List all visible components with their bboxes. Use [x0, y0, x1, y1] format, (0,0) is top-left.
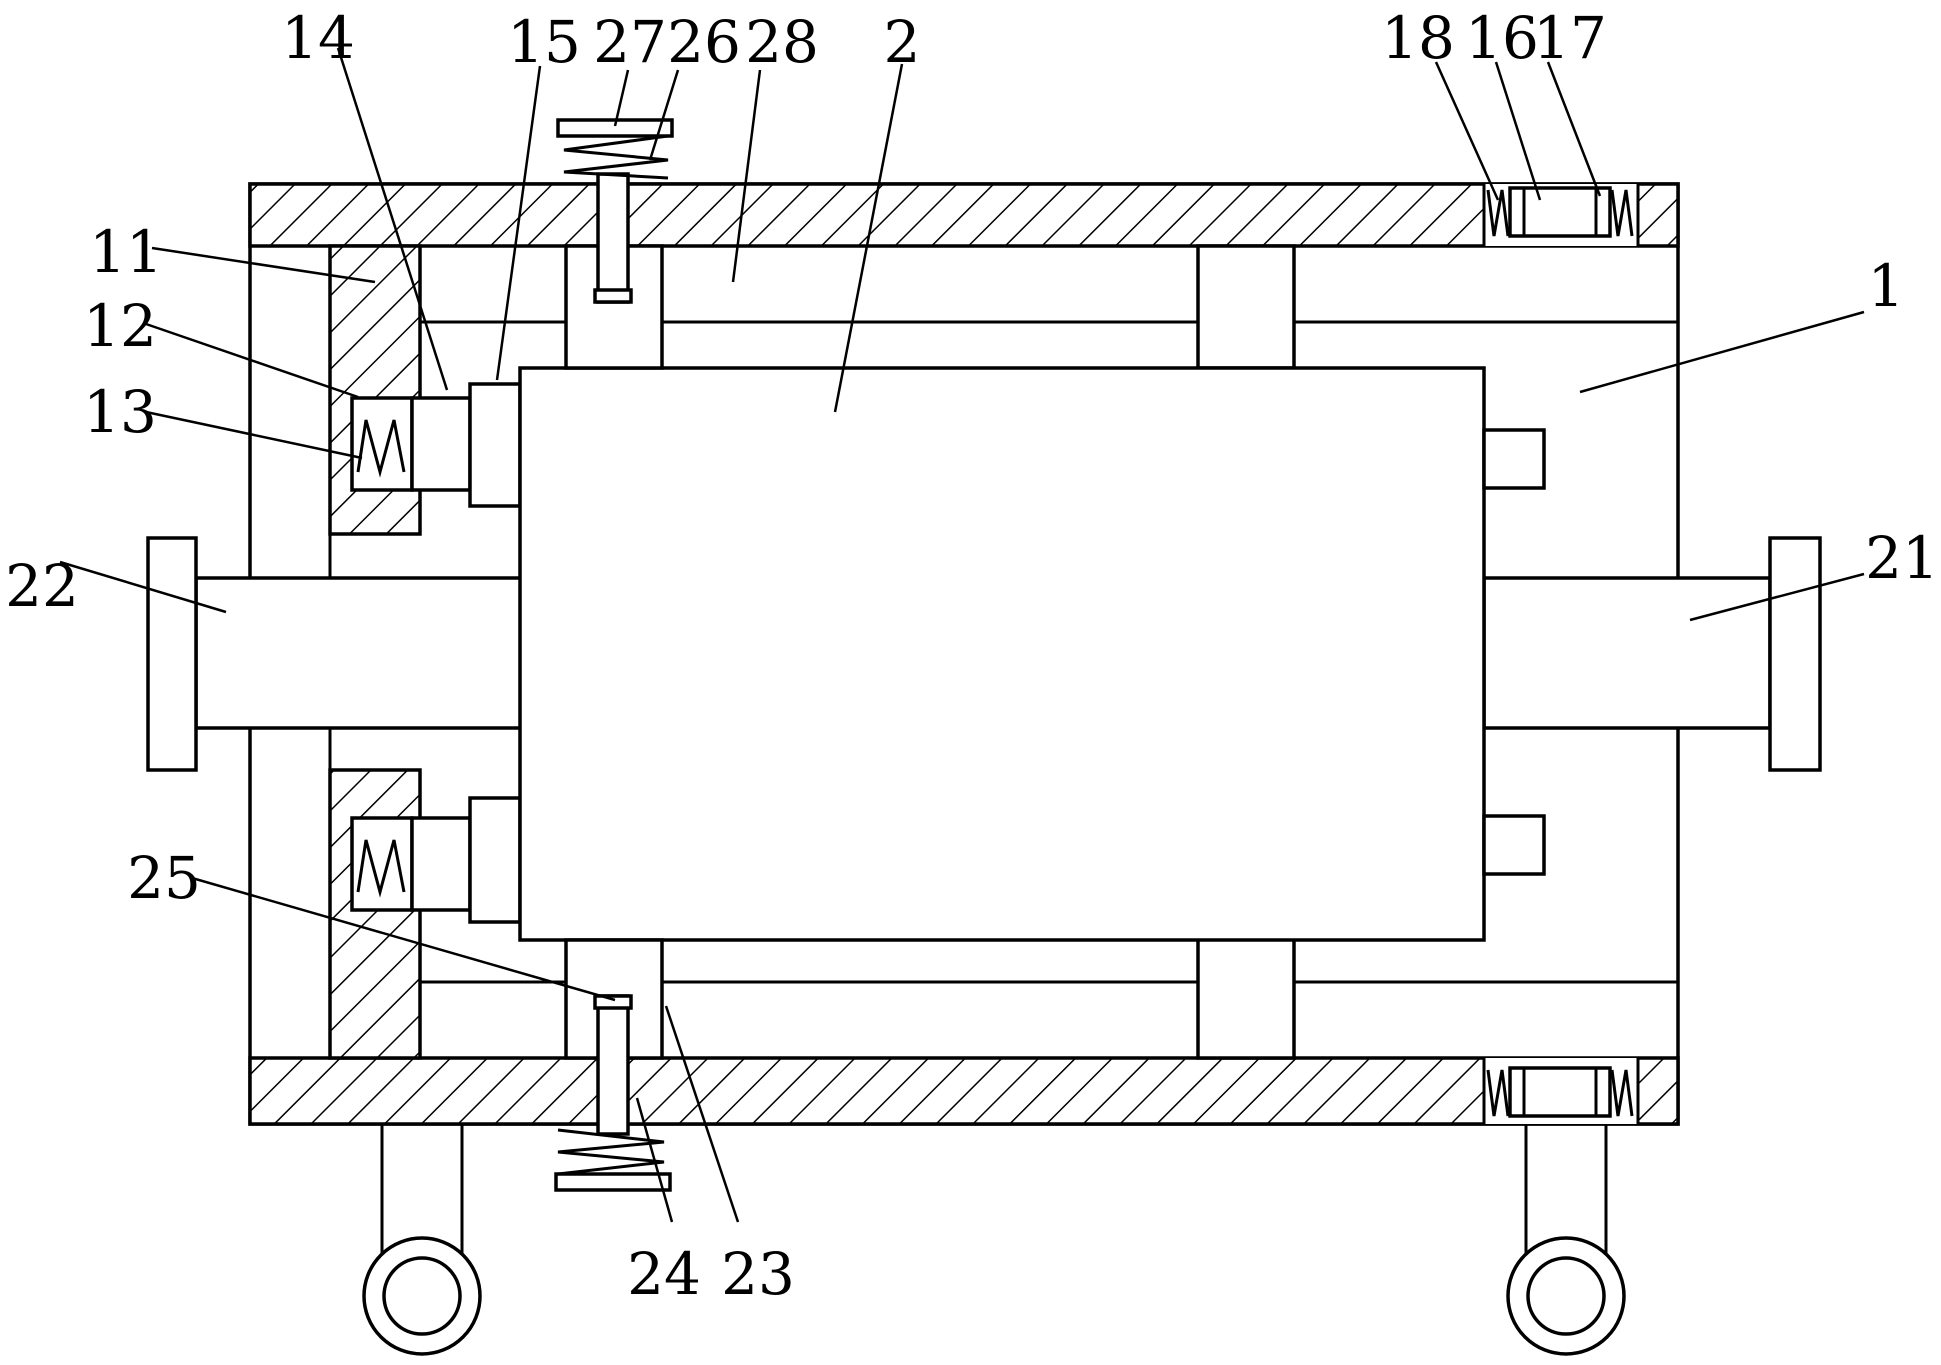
handle-top	[556, 118, 674, 138]
spring-icon-bottom	[356, 839, 406, 898]
left-flange	[146, 536, 198, 772]
label-23: 23	[721, 1240, 795, 1308]
right-shaft	[1482, 536, 1822, 772]
label-16: 16	[1465, 4, 1539, 72]
latch-bottom	[1482, 1058, 1640, 1124]
lock-pin-bottom	[596, 994, 630, 1136]
label-21: 21	[1865, 524, 1939, 592]
label-13: 13	[83, 378, 157, 446]
label-2: 2	[884, 8, 921, 76]
label-26: 26	[667, 8, 741, 76]
bottom-plate	[248, 1056, 1680, 1126]
label-12: 12	[83, 292, 157, 360]
push-rod-top	[410, 396, 472, 492]
top-plate	[248, 182, 1680, 248]
pad-bottom	[468, 796, 522, 924]
left-shaft	[146, 536, 524, 772]
leader-lines	[59, 47, 1865, 1223]
wheel-right	[1506, 1124, 1626, 1356]
label-1: 1	[1868, 252, 1905, 320]
spring-icon-latch-left	[1486, 189, 1510, 237]
label-18: 18	[1381, 4, 1455, 72]
label-27: 27	[593, 8, 667, 76]
spring-icon-latch-right	[1610, 189, 1634, 237]
label-15: 15	[507, 8, 581, 76]
spring-icon-top	[356, 419, 406, 478]
right-tab-bottom	[1482, 814, 1546, 876]
spring-icon-lock-bottom	[557, 1128, 665, 1176]
right-tab-top	[1482, 428, 1546, 490]
label-28: 28	[745, 8, 819, 76]
label-22: 22	[5, 552, 79, 620]
label-17: 17	[1533, 4, 1607, 72]
spring-icon-lock-top	[563, 134, 669, 180]
label-24: 24	[627, 1240, 701, 1308]
spring-icon-latch-br	[1610, 1069, 1634, 1117]
lock-pin-top	[596, 172, 630, 304]
reference-labels: 14 15 27 26 28 2 18 16 17 11 12 13 1 21 …	[5, 4, 1939, 1308]
label-14: 14	[281, 4, 355, 72]
label-25: 25	[127, 844, 201, 912]
pad-top	[468, 382, 522, 508]
handle-bottom	[554, 1172, 672, 1192]
central-body	[518, 366, 1486, 942]
latch-top	[1482, 184, 1640, 246]
spring-icon-latch-bl	[1486, 1069, 1510, 1117]
push-rod-bottom	[410, 816, 472, 912]
mount-block-bottom	[328, 768, 422, 1060]
left-mount	[328, 244, 522, 1060]
right-flange	[1768, 536, 1822, 772]
label-11: 11	[89, 218, 163, 286]
wheel-left	[362, 1124, 482, 1356]
top-lock-assembly	[556, 118, 674, 370]
